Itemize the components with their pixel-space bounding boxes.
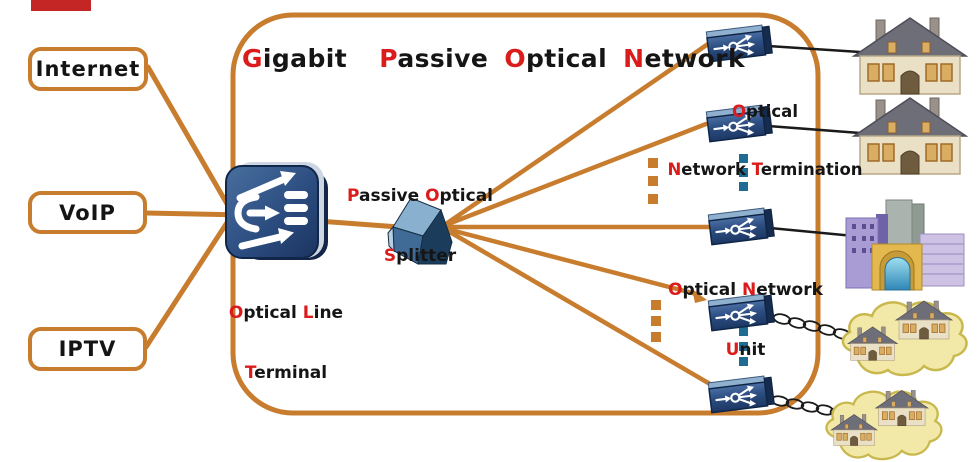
olt-label: Optical Line Terminal: [222, 263, 350, 423]
olt-switch-icon: [234, 176, 286, 250]
service-box-voip: VoIP: [28, 191, 147, 234]
red-corner-mark: [31, 0, 91, 11]
ont-label: Optical Network Termination: [660, 63, 870, 219]
service-label: IPTV: [58, 337, 117, 361]
onu-label: Optical Network Unit: [658, 240, 833, 400]
cloud-network-1: [843, 301, 967, 375]
onu-label-line2: Unit: [725, 340, 766, 361]
building-icon: [845, 199, 965, 291]
splitter-label-line2: Splitter: [383, 246, 457, 267]
service-box-iptv: IPTV: [28, 327, 147, 371]
olt-label-line1: Optical Line: [228, 303, 344, 324]
splitter-label-line1: Passive Optical: [346, 186, 494, 207]
service-label: Internet: [35, 57, 141, 81]
splitter-label: Passive Optical Splitter: [338, 146, 502, 306]
onu-label-line1: Optical Network: [668, 280, 823, 301]
ont-label-line2: Network Termination: [667, 160, 863, 180]
house-icon-1: [853, 17, 967, 95]
house-icon-2: [853, 97, 967, 175]
olt-device: [225, 162, 328, 260]
ethernet-lines: [767, 44, 861, 238]
service-box-internet: Internet: [28, 47, 148, 91]
page-title: Gigabit Passive Optical Network: [242, 44, 746, 73]
ellipsis-dots: [648, 154, 748, 366]
ont-label-line1: Optical: [732, 101, 798, 121]
olt-label-line2: Terminal: [244, 363, 328, 384]
splitter-device: [387, 197, 453, 265]
splitter-fan-fibers: [440, 41, 713, 387]
chain-link-lines: [770, 313, 852, 419]
fiber-arrowhead: [692, 289, 707, 303]
service-label: VoIP: [59, 200, 116, 225]
cloud-network-2: [826, 390, 941, 459]
